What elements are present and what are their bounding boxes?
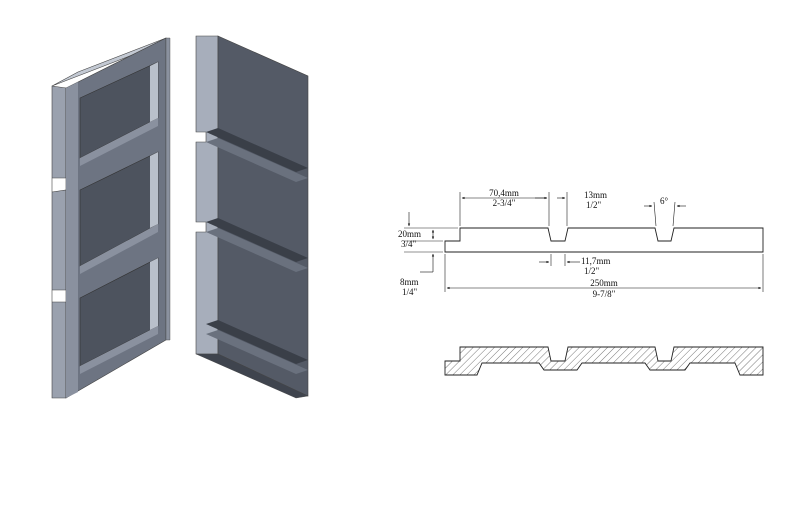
panel-front-groove-1-top [206, 128, 308, 172]
panel-front-view [195, 35, 309, 399]
dim-thickness-imperial: 3/4" [401, 239, 417, 249]
dim-tongue-metric: 8mm [400, 277, 419, 287]
dim-thickness-metric: 20mm [398, 229, 421, 239]
cross-section-hatched [444, 346, 764, 376]
panel-back-view [51, 37, 171, 399]
panel-front-groove-3-bottom [206, 330, 308, 374]
panel-front-side-face [195, 35, 219, 355]
profile-drawing: 70,4mm 2-3/4" 13mm 1/2" 6° 20mm 3/4" 11,… [398, 188, 764, 299]
panel-back-pocket-3-bevel [80, 326, 158, 374]
dim-groove-bottom-metric: 11,7mm [581, 256, 610, 266]
dim-total-width-imperial: 9-7/8" [593, 289, 616, 299]
dim-groove-top-metric: 13mm [584, 190, 607, 200]
dim-groove-bottom-imperial: 1/2" [584, 266, 600, 276]
dim-total-width-metric: 250mm [590, 278, 618, 288]
panel-front-bottom-edge [195, 353, 309, 399]
dim-groove-spacing-metric: 70,4mm [489, 188, 519, 198]
cross-section-drawing [444, 346, 764, 376]
panel-back-pocket-side-2 [150, 152, 158, 228]
panel-front-groove-2-top [206, 218, 308, 262]
dim-groove-spacing-imperial: 2-3/4" [493, 198, 516, 208]
panel-back-pocket-side-3 [150, 258, 158, 330]
dim-tongue-imperial: 1/4" [402, 287, 418, 297]
dim-angle-label: 6° [660, 196, 669, 206]
panel-back-pocket-1-bevel [80, 118, 158, 166]
panel-back-right-edge [165, 37, 171, 341]
panel-front-groove-1-bottom [206, 138, 308, 182]
panel-back-frame-left [66, 82, 78, 398]
panel-front-groove-2-bottom [206, 228, 308, 272]
panel-back-side-face [51, 85, 67, 399]
profile-outline [444, 227, 764, 253]
dim-groove-top-imperial: 1/2" [586, 200, 602, 210]
panel-front-groove-3-top [206, 320, 308, 364]
panel-back-pocket-2-bevel [80, 224, 158, 274]
panel-back-pocket-side-1 [150, 62, 158, 122]
